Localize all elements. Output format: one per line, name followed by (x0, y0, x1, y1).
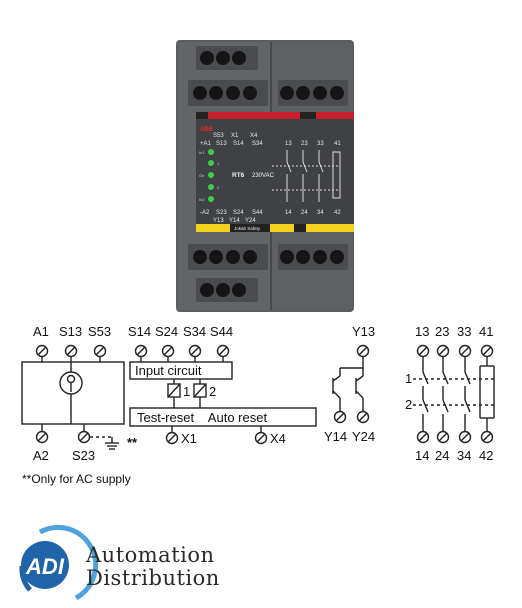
brand-name-line2: Distribution (86, 566, 220, 590)
svg-text:14: 14 (285, 210, 292, 216)
svg-text:S44: S44 (252, 210, 263, 216)
row-2-label: 2 (405, 397, 412, 412)
svg-text:S23: S23 (216, 210, 227, 216)
contact-bottom-labels: 14 24 34 42 (285, 210, 341, 216)
label-x1: X1 (181, 431, 197, 446)
svg-text:S13: S13 (216, 141, 227, 147)
brand-label: ABB (200, 127, 214, 133)
adi-logo-icon: ADI (19, 524, 99, 601)
yellow-strip (196, 224, 354, 232)
label-23: 23 (435, 324, 449, 339)
svg-text:Y13: Y13 (213, 218, 224, 224)
top-screw-terminals (188, 46, 348, 106)
svg-text:2: 2 (217, 185, 220, 190)
label-s13: S13 (59, 324, 82, 339)
svg-text:23: 23 (301, 141, 308, 147)
label-s14: S14 (128, 324, 151, 339)
label-s44: S44 (210, 324, 233, 339)
input-circuit-label: Input circuit (135, 363, 202, 378)
label-y14: Y14 (324, 429, 347, 444)
svg-text:42: 42 (334, 210, 341, 216)
svg-text:X1: X1 (231, 133, 239, 139)
svg-text:+A1: +A1 (200, 141, 212, 147)
svg-text:In1: In1 (199, 150, 205, 155)
label-s23: S23 (72, 448, 95, 463)
svg-text:1: 1 (217, 161, 220, 166)
reset-label: Test-reset Auto reset (137, 410, 267, 425)
input-circuit-box (129, 361, 233, 380)
svg-text:In2: In2 (199, 197, 205, 202)
label-s34: S34 (183, 324, 206, 339)
label-a2: A2 (33, 448, 49, 463)
voltage-label: 230VAC (252, 173, 275, 179)
label-24: 24 (435, 448, 449, 463)
led-labels: In1 1 On 2 In2 (199, 150, 220, 202)
label-s24: S24 (155, 324, 178, 339)
front-panel (196, 112, 354, 228)
svg-text:S24: S24 (233, 210, 244, 216)
svg-text:S53: S53 (213, 133, 224, 139)
panel-contact-symbols (272, 150, 341, 202)
svg-text:Y24: Y24 (245, 218, 256, 224)
svg-text:S14: S14 (233, 141, 244, 147)
label-33: 33 (457, 324, 471, 339)
label-14: 14 (415, 448, 429, 463)
earth-mark: ** (127, 435, 138, 450)
relay-1-label: 1 (183, 384, 190, 399)
wiring-schematic: A1 S13 S53 S14 S24 S34 S44 Input circuit… (21, 324, 497, 486)
label-41: 41 (479, 324, 493, 339)
svg-text:13: 13 (285, 141, 292, 147)
label-42: 42 (479, 448, 493, 463)
label-13: 13 (415, 324, 429, 339)
label-s53: S53 (88, 324, 111, 339)
row-1-label: 1 (405, 371, 412, 386)
model-label: RT6 (232, 172, 245, 179)
reset-box (129, 407, 317, 427)
strip-label: Jokab Safety (234, 226, 261, 231)
label-34: 34 (457, 448, 471, 463)
relay-2-label: 2 (209, 384, 216, 399)
brand-name-line1: Automation (86, 543, 215, 567)
svg-text:33: 33 (317, 141, 324, 147)
svg-text:24: 24 (301, 210, 308, 216)
label-x4: X4 (270, 431, 286, 446)
label-y24: Y24 (352, 429, 375, 444)
supply-block (21, 361, 125, 425)
svg-text:On: On (199, 173, 204, 178)
svg-text:41: 41 (334, 141, 341, 147)
bottom-terminal-labels: -A2 S23 S24 S44 Y13 Y14 Y24 (200, 210, 263, 224)
svg-text:S34: S34 (252, 141, 263, 147)
top-terminal-labels: S53 X1 X4 +A1 S13 S14 S34 (200, 133, 263, 147)
output-contact-symbols (413, 357, 497, 432)
svg-text:34: 34 (317, 210, 324, 216)
svg-text:-A2: -A2 (200, 210, 210, 216)
status-leds (208, 149, 214, 202)
svg-text:Y14: Y14 (229, 218, 240, 224)
svg-text:X4: X4 (250, 133, 258, 139)
relay-product-photo: ABB S53 X1 X4 +A1 S13 S14 S34 13 23 33 4… (176, 40, 354, 312)
logo-letters: ADI (25, 554, 65, 579)
contact-top-labels: 13 23 33 41 (285, 141, 341, 147)
label-a1: A1 (33, 324, 49, 339)
label-y13: Y13 (352, 324, 375, 339)
bottom-screw-terminals (188, 244, 348, 302)
footnote: **Only for AC supply (22, 472, 131, 486)
